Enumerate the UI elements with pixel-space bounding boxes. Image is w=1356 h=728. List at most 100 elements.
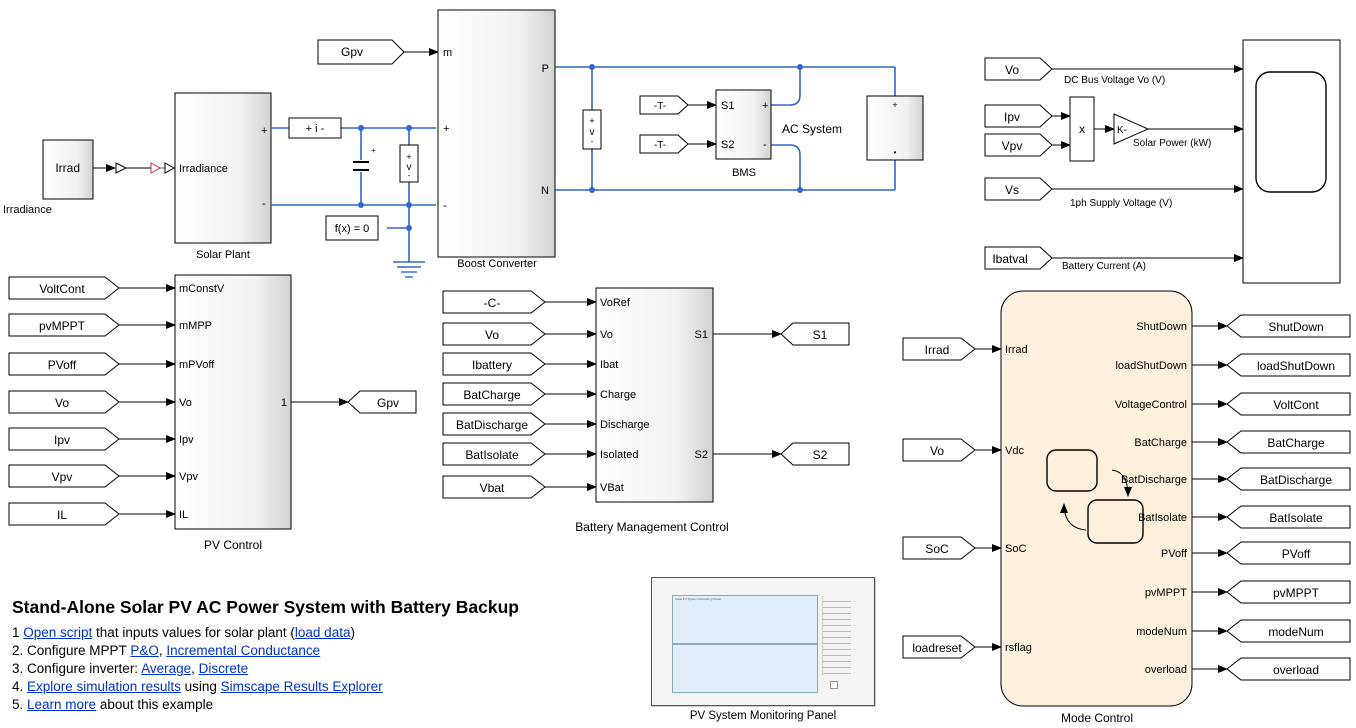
mode-control-from-soc-2[interactable]: SoC [902,536,976,560]
mode-goto-overload[interactable]: overload [1226,657,1351,681]
gpv-goto-tag[interactable]: Gpv [347,390,417,414]
svg-text:BatCharge: BatCharge [1267,436,1325,450]
mode-control-from-vdc-1[interactable]: Vo [902,438,976,462]
bms-goto-2[interactable]: -T- [639,134,689,154]
battery-control-from-vo-1[interactable]: Vo [442,322,546,346]
incremental-conductance-link[interactable]: Incremental Conductance [166,643,321,658]
po-link[interactable]: P&O [130,643,159,658]
discrete-link[interactable]: Discrete [198,661,249,676]
mode-control-from-rsflag-3[interactable]: loadreset [902,635,976,659]
voltage-sensor-block[interactable]: + v - [399,144,419,183]
svg-text:Vo: Vo [930,444,944,458]
mode-goto-pvmppt[interactable]: pvMPPT [1226,580,1351,604]
mode-goto-voltcont[interactable]: VoltCont [1226,392,1351,416]
ac-system-block[interactable]: + • [866,95,924,161]
svg-text:S2: S2 [813,448,828,462]
battery-control-port-label: Ibat [600,359,618,371]
scope-caption-battery-current: Battery Current (A) [1062,261,1146,272]
annotation-line-3: 3. Configure inverter: Average, Discrete [12,661,249,676]
solar-plant-block[interactable]: Irradiance + - Solar Plant [174,92,272,261]
gpv-from-tag[interactable]: Gpv [317,39,405,65]
battery-control-from-charge-3[interactable]: BatCharge [442,382,546,406]
svg-text:S1: S1 [813,328,828,342]
scope-in-ipv[interactable]: Ipv [984,104,1053,128]
scope-block[interactable] [1242,39,1341,284]
mode-goto-modenum[interactable]: modeNum [1226,619,1351,643]
pv-control-from-mconstv-0[interactable]: VoltCont [8,276,120,300]
svg-text:Irrad: Irrad [55,161,80,175]
mode-control-out-port-label: PVoff [1161,548,1188,560]
svg-text:+: + [443,123,449,135]
capacitor-icon[interactable]: + [353,146,376,171]
mode-goto-loadshutdown[interactable]: loadShutDown [1226,353,1351,377]
pv-control-from-vo-3[interactable]: Vo [8,390,120,414]
scope-in-ibatval[interactable]: Ibatval [984,246,1053,270]
boost-converter-block[interactable]: m + - P N Boost Converter [437,9,556,270]
mode-control-out-port-label: modeNum [1136,626,1187,638]
svg-text:Vo: Vo [485,328,499,342]
scope-in-vpv[interactable]: Vpv [984,133,1053,157]
pv-control-from-mpvoff-2[interactable]: PVoff [8,352,120,376]
svg-text:BatIsolate: BatIsolate [465,448,519,462]
average-link[interactable]: Average [141,661,192,676]
bms-block[interactable]: S1 S2 + - BMS [715,89,772,179]
svg-text:loadShutDown: loadShutDown [1257,359,1335,373]
svg-text:N: N [541,185,549,197]
state-2-icon [1087,499,1144,544]
svg-text:PVoff: PVoff [48,358,77,372]
battery-control-port-label: VBat [600,482,624,494]
svg-text:-: - [408,171,411,180]
mode-goto-batisolate[interactable]: BatIsolate [1226,505,1351,529]
explore-results-link[interactable]: Explore simulation results [27,679,181,694]
product-block[interactable]: x [1069,96,1095,162]
battery-control-from-discharge-4[interactable]: BatDischarge [442,412,546,436]
pv-control-from-il-6[interactable]: IL [8,502,120,526]
learn-more-link[interactable]: Learn more [27,697,97,712]
svg-text:-: - [591,137,594,146]
svg-text:BatCharge: BatCharge [463,388,521,402]
scope-in-vo[interactable]: Vo [984,57,1053,81]
s2-goto-tag[interactable]: S2 [780,442,850,466]
results-explorer-link[interactable]: Simscape Results Explorer [220,679,383,694]
solver-configuration-block[interactable]: f(x) = 0 [325,215,379,241]
mode-goto-pvoff[interactable]: PVoff [1226,541,1351,565]
mode-control-block[interactable]: Mode Control [1000,290,1193,725]
pv-control-from-vpv-5[interactable]: Vpv [8,464,120,488]
mode-goto-shutdown[interactable]: ShutDown [1226,314,1351,338]
svg-text:PVoff: PVoff [1282,547,1311,561]
svg-text:Vo: Vo [55,396,69,410]
open-script-link[interactable]: Open script [23,625,93,640]
irradiance-block[interactable]: Irrad Irradiance [3,139,94,216]
svg-text:Gpv: Gpv [341,45,363,59]
model-annotation: Stand-Alone Solar PV AC Power System wit… [12,597,652,714]
svg-text:Vpv: Vpv [1002,139,1023,153]
pv-control-from-ipv-4[interactable]: Ipv [8,427,120,451]
battery-control-port-label: VoRef [600,297,631,309]
svg-text:+: + [371,146,376,155]
pv-control-from-mmpp-1[interactable]: pvMPPT [8,313,120,337]
battery-management-control-block[interactable]: Battery Management Control S1 S2 [575,287,729,534]
monitoring-panel-thumbnail[interactable]: Solar PV System Monitoring Panel [651,577,875,706]
svg-text:•: • [894,148,897,157]
pv-control-caption: PV Control [204,538,262,552]
current-sensor-block[interactable]: + i - [288,117,342,139]
svg-text:Ipv: Ipv [54,433,70,447]
dc-voltage-sensor-block[interactable]: + v - [582,109,602,150]
annotation-line-4: 4. Explore simulation results using Sims… [12,679,383,694]
mode-control-from-irrad-0[interactable]: Irrad [902,337,976,361]
battery-control-from-ibat-2[interactable]: Ibattery [442,352,546,376]
pv-control-block[interactable]: PV Control 1 [174,274,292,552]
bms-goto-1[interactable]: -T- [639,95,689,115]
battery-control-from-vbat-6[interactable]: Vbat [442,475,546,499]
battery-control-from-isolated-5[interactable]: BatIsolate [442,442,546,466]
scope-in-vs[interactable]: Vs [984,177,1053,201]
annotation-line-5: 5. Learn more about this example [12,697,214,712]
gain-block[interactable]: K- [1113,113,1150,145]
battery-control-from-voref-0[interactable]: -C- [442,290,546,314]
s1-goto-tag[interactable]: S1 [780,322,850,346]
load-data-link[interactable]: load data [294,625,351,640]
mode-goto-batcharge[interactable]: BatCharge [1226,430,1351,454]
mode-goto-batdischarge[interactable]: BatDischarge [1226,467,1351,491]
svg-text:pvMPPT: pvMPPT [39,319,86,333]
mode-control-out-port-label: overload [1145,664,1187,676]
